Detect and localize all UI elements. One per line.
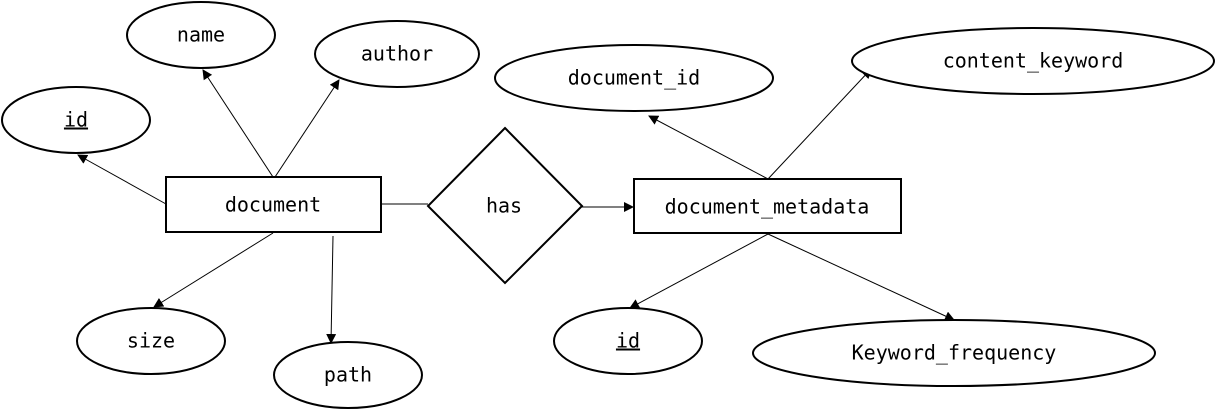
edge-metadata-document-id: [648, 115, 769, 180]
attribute-metadata-id: id: [553, 307, 703, 375]
edge-metadata-id: [629, 233, 769, 309]
attribute-document-author-oval: [314, 20, 480, 88]
connectors: [77, 68, 955, 344]
relationship-has-label: has: [486, 194, 522, 218]
attribute-metadata-content-keyword-oval: [851, 27, 1215, 95]
edge-document-id: [77, 154, 167, 205]
relationship-has-diamond: [426, 126, 584, 285]
attribute-metadata-document-id-oval: [494, 44, 774, 112]
edge-metadata-content-keyword: [767, 68, 872, 180]
entity-document-metadata-label: document_metadata: [665, 195, 870, 219]
attribute-document-path: path: [273, 341, 423, 409]
attribute-document-name: name: [126, 1, 276, 69]
attribute-document-name-oval: [126, 1, 276, 69]
attribute-document-id: id: [1, 86, 151, 154]
attribute-metadata-content-keyword: content_keyword: [851, 27, 1215, 95]
edge-document-author: [274, 79, 340, 178]
attribute-metadata-document-id-label: document_id: [568, 66, 700, 90]
attribute-document-author-label: author: [361, 42, 433, 66]
entity-document: document: [165, 176, 382, 233]
attribute-metadata-keyword-frequency-label: Keyword_frequency: [852, 341, 1057, 365]
attribute-metadata-document-id: document_id: [494, 44, 774, 112]
attribute-metadata-keyword-frequency-oval: [752, 319, 1156, 387]
edge-document-name: [202, 69, 274, 178]
attribute-metadata-id-oval: [553, 307, 703, 375]
attribute-metadata-keyword-frequency: Keyword_frequency: [752, 319, 1156, 387]
attribute-document-id-label: id: [64, 108, 88, 132]
attribute-document-id-oval: [1, 86, 151, 154]
attribute-document-name-label: name: [177, 23, 225, 47]
attribute-document-path-oval: [273, 341, 423, 409]
entity-document-label: document: [225, 193, 321, 217]
attribute-document-author: author: [314, 20, 480, 88]
edge-document-size: [153, 232, 274, 308]
entity-document-metadata-box: [633, 178, 902, 234]
edge-document-path: [326, 235, 337, 344]
edge-metadata-keyword-frequency: [767, 233, 955, 321]
attribute-document-size-oval: [76, 307, 226, 375]
attribute-document-size: size: [76, 307, 226, 375]
relationship-has: has: [426, 126, 584, 285]
entity-document-metadata: document_metadata: [633, 178, 902, 234]
attribute-metadata-id-label: id: [616, 329, 640, 353]
entity-document-box: [165, 176, 382, 233]
attribute-metadata-content-keyword-label: content_keyword: [943, 49, 1124, 73]
attribute-document-path-label: path: [324, 363, 372, 387]
attribute-document-size-label: size: [127, 329, 175, 353]
